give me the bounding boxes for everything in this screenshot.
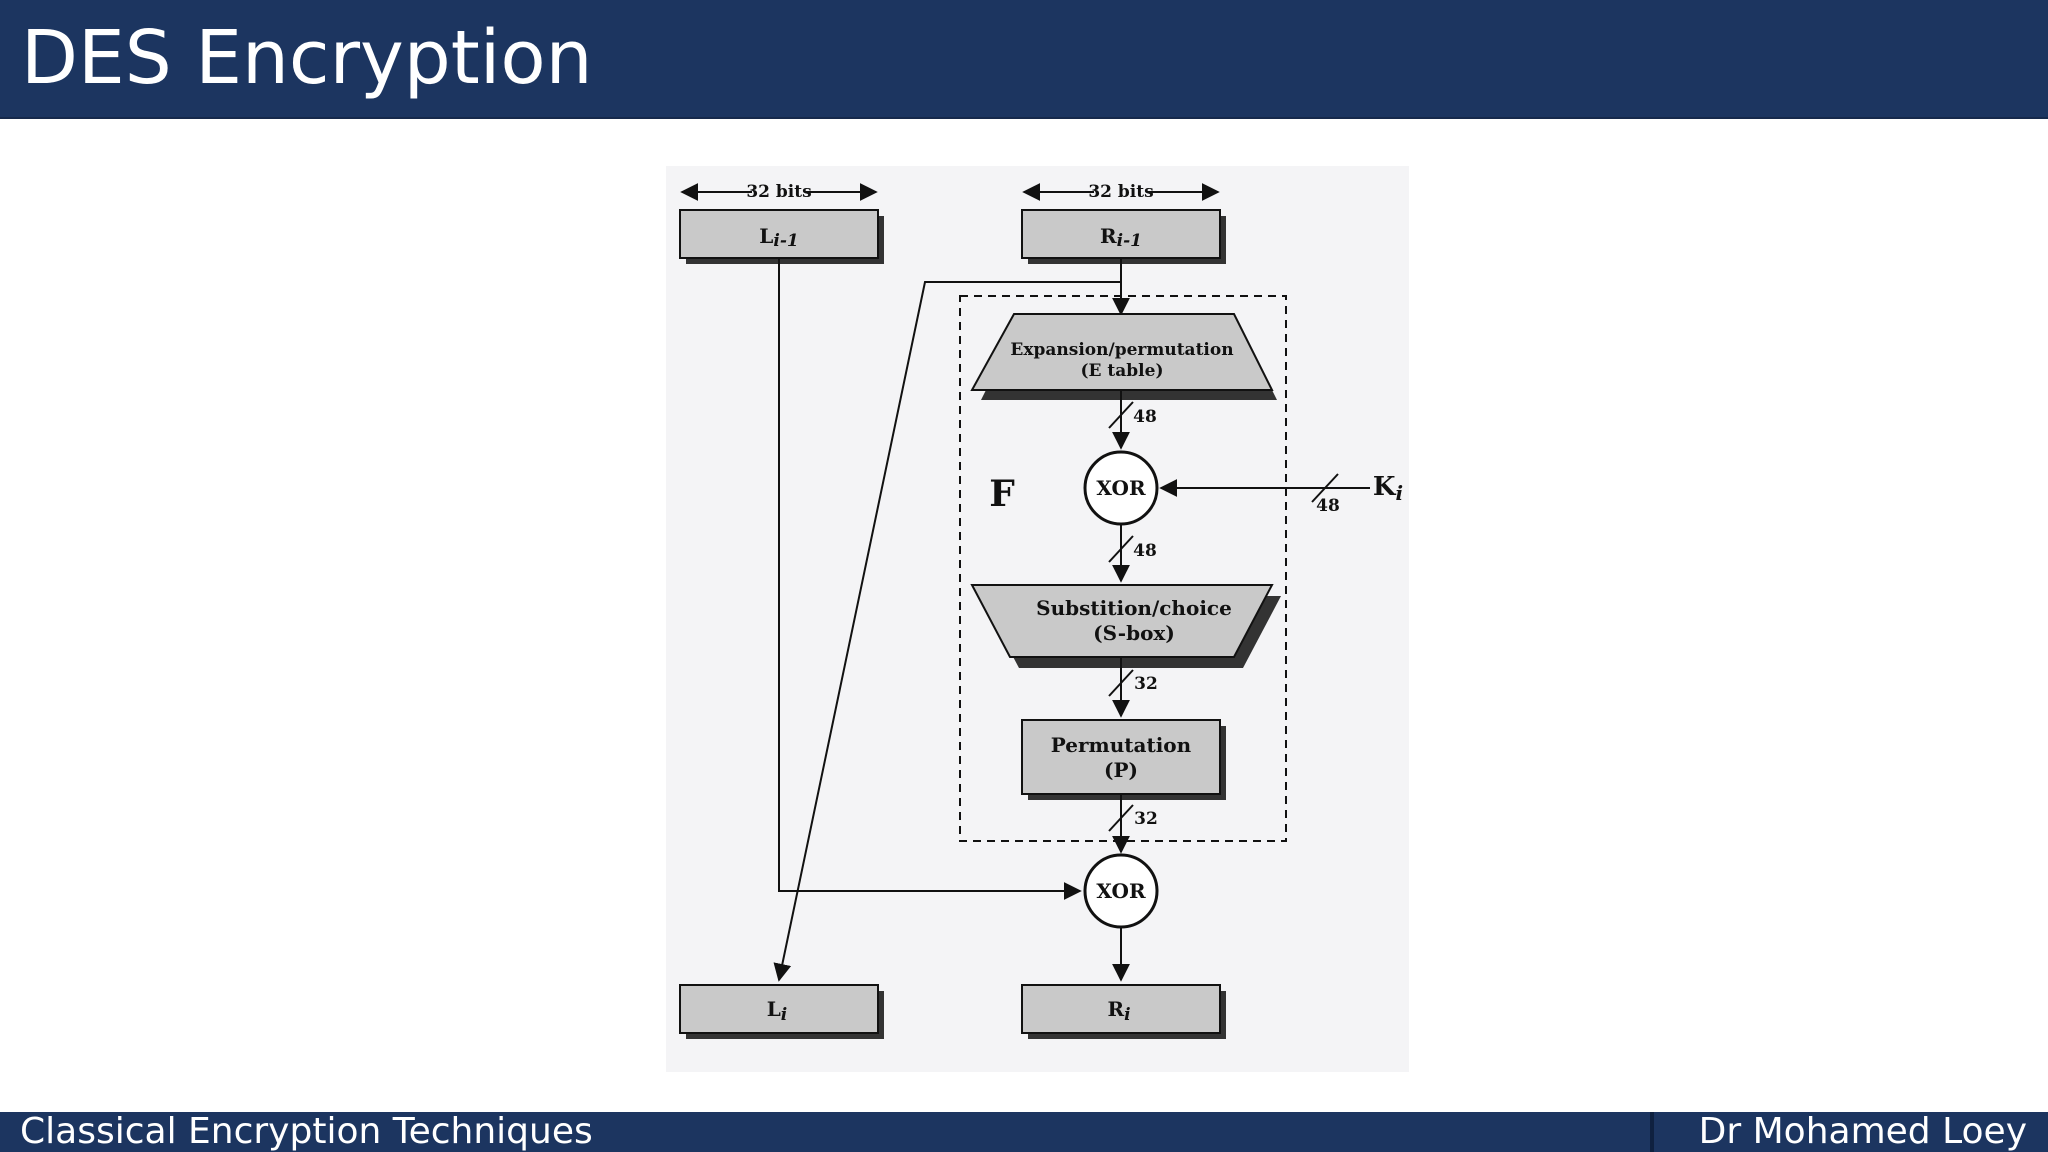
bit-slash-sbox bbox=[1108, 669, 1134, 697]
page-title: DES Encryption bbox=[21, 15, 593, 101]
substitution-label-line1: Substition/choice bbox=[1036, 596, 1232, 620]
substitution-box: Substition/choice (S-box) bbox=[970, 584, 1281, 668]
xor-top-node: XOR bbox=[1083, 450, 1159, 526]
footer-course-title: Classical Encryption Techniques bbox=[20, 1111, 593, 1152]
l-out-label: Li bbox=[767, 997, 788, 1025]
l-prev-box: Li-1 bbox=[679, 209, 884, 264]
expansion-label-line2: (E table) bbox=[1081, 361, 1164, 381]
bits-after-sbox: 32 bbox=[1134, 674, 1158, 694]
des-round-diagram: 32 bits 32 bits Li-1 Ri-1 F bbox=[679, 182, 1403, 1039]
footer-divider bbox=[1650, 1112, 1654, 1152]
xor-top-label: XOR bbox=[1096, 476, 1146, 500]
r-out-label: Ri bbox=[1107, 997, 1130, 1025]
title-bar: DES Encryption bbox=[0, 0, 2048, 119]
footer-bar bbox=[0, 1112, 2048, 1152]
r-prev-box: Ri-1 bbox=[1021, 209, 1226, 264]
r-out-box: Ri bbox=[1021, 984, 1226, 1039]
substitution-label-line2: (S-box) bbox=[1093, 621, 1175, 645]
bits-after-permutation: 32 bbox=[1134, 809, 1158, 829]
width-label-right: 32 bits bbox=[1088, 182, 1153, 202]
l-prev-to-xor-line bbox=[778, 258, 1082, 900]
width-indicator-left: 32 bits bbox=[680, 182, 878, 202]
bit-slash-permutation bbox=[1108, 804, 1134, 832]
width-label-left: 32 bits bbox=[746, 182, 811, 202]
xor-bottom-label: XOR bbox=[1096, 879, 1146, 903]
key-label: Ki bbox=[1373, 472, 1403, 505]
r-prev-label: Ri-1 bbox=[1100, 224, 1142, 251]
bit-slash-expansion bbox=[1108, 401, 1134, 429]
f-function-label: F bbox=[989, 473, 1015, 515]
permutation-label-line1: Permutation bbox=[1051, 733, 1192, 757]
key-bits: 48 bbox=[1316, 496, 1340, 516]
permutation-label-line2: (P) bbox=[1104, 758, 1138, 782]
expansion-box: Expansion/permutation (E table) bbox=[970, 313, 1277, 400]
r-prev-to-l-out-line bbox=[773, 281, 1121, 982]
width-indicator-right: 32 bits bbox=[1022, 182, 1220, 202]
bit-slash-xor bbox=[1108, 535, 1134, 563]
footer-author: Dr Mohamed Loey bbox=[1698, 1111, 2027, 1152]
l-out-box: Li bbox=[679, 984, 884, 1039]
l-prev-label: Li-1 bbox=[759, 224, 798, 251]
expansion-label-line1: Expansion/permutation bbox=[1010, 340, 1233, 360]
bits-after-expansion: 48 bbox=[1133, 407, 1157, 427]
xor-bottom-node: XOR bbox=[1083, 853, 1159, 929]
bits-after-xor: 48 bbox=[1133, 541, 1157, 561]
bit-slash-key bbox=[1311, 473, 1339, 503]
permutation-box: Permutation (P) bbox=[1021, 719, 1226, 800]
